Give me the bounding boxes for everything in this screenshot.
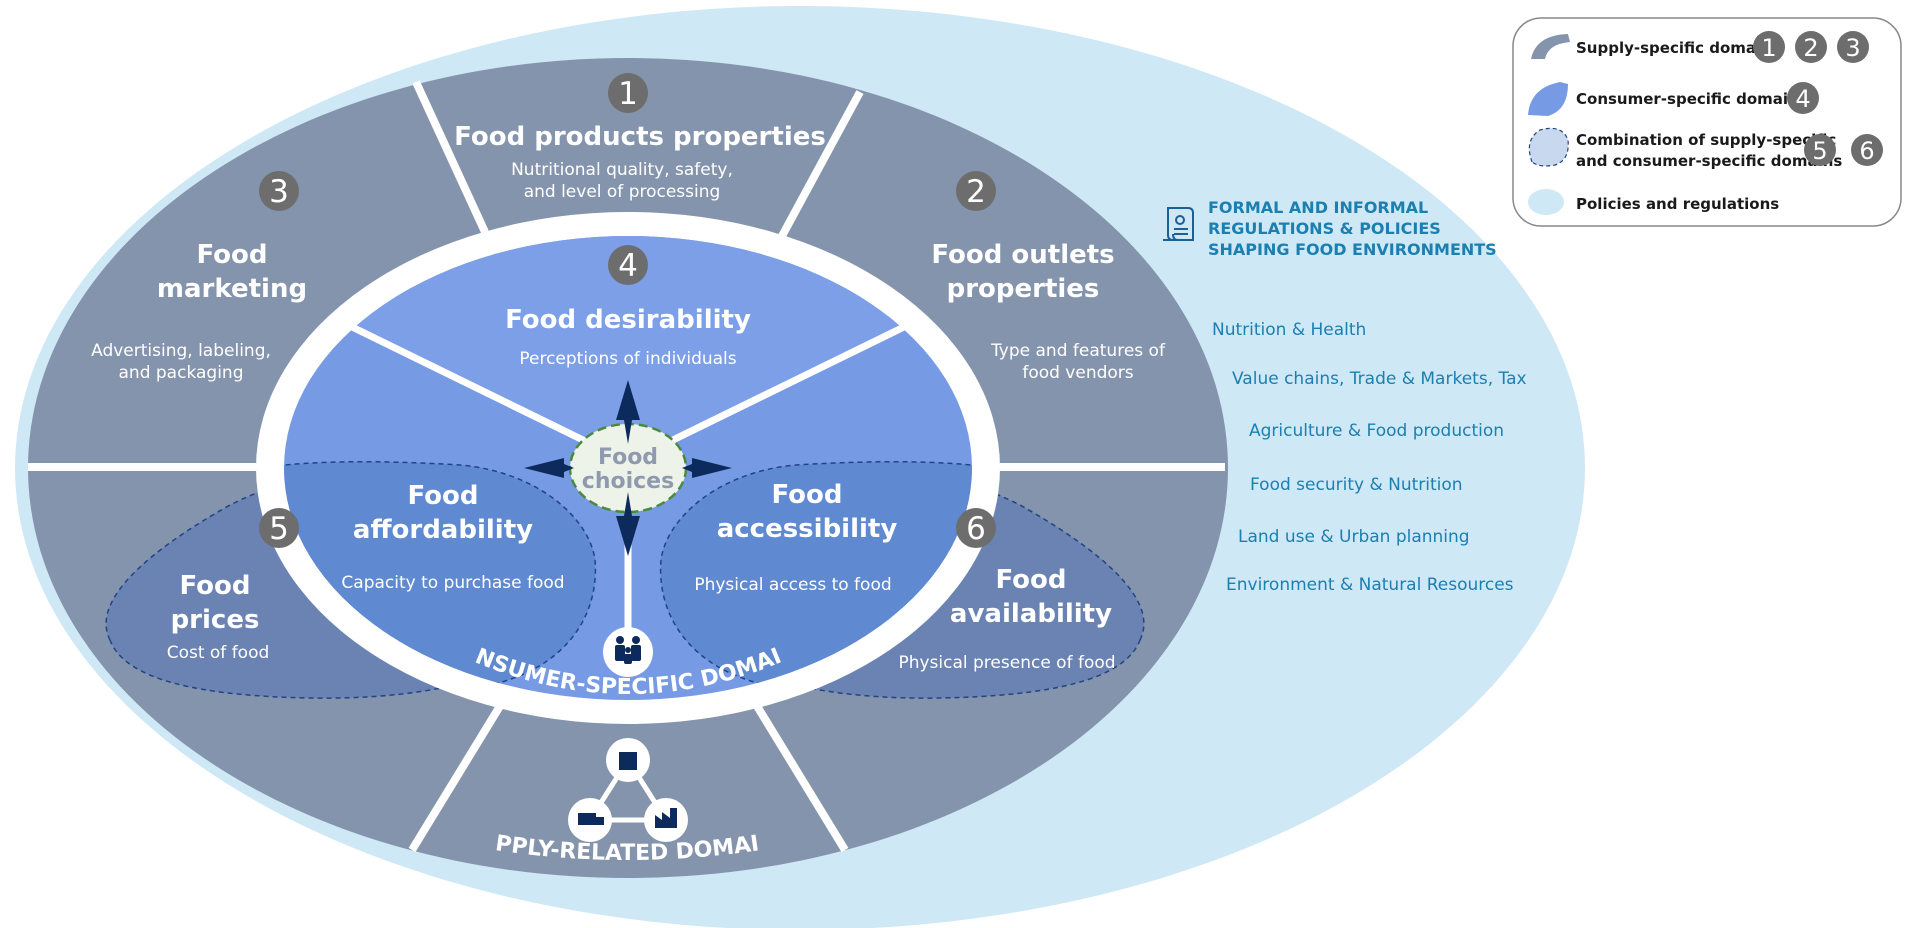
food-prices-desc: Cost of food [167,643,270,663]
policy-item: Food security & Nutrition [1250,475,1463,495]
food-prices-title-1: Food [179,571,250,601]
policy-item: Value chains, Trade & Markets, Tax [1232,369,1527,389]
policies-heading-1: FORMAL AND INFORMAL [1208,198,1428,217]
svg-text:6: 6 [966,511,986,547]
food-products-desc-2: and level of processing [524,182,721,202]
policies-heading-2: REGULATIONS & POLICIES [1208,219,1441,238]
desirability-sector [350,236,906,458]
policy-item: Land use & Urban planning [1238,527,1470,547]
combination-swatch [1528,127,1569,167]
badge-4: 4 [608,245,648,285]
food-availability-desc: Physical presence of food [898,653,1115,673]
supply-chain-icon [568,738,688,842]
policies-swatch [1528,189,1564,215]
food-outlets-desc-1: Type and features of [990,341,1166,361]
svg-text:5: 5 [1812,137,1827,165]
svg-text:1: 1 [1761,34,1776,62]
food-desirability-title: Food desirability [505,305,751,335]
food-outlets-title-1: Food outlets [931,240,1114,270]
legend-policies-label: Policies and regulations [1576,195,1779,213]
badge-3: 3 [259,171,299,211]
arrow-right [524,458,574,478]
svg-text:3: 3 [1845,34,1860,62]
arrows [524,380,732,556]
legend-combination-1: Combination of supply-specific [1576,131,1836,149]
food-affordability-title-1: Food [407,481,478,511]
legend-combination-2: and consumer-specific domains [1576,152,1842,170]
food-affordability-title-2: affordability [353,515,533,545]
food-choices-line1: Food [598,445,658,470]
badge-5: 5 [259,508,299,548]
badge-2: 2 [956,171,996,211]
svg-text:2: 2 [1803,34,1818,62]
supply-swatch [1531,34,1570,59]
food-marketing-title-1: Food [196,240,267,270]
food-availability-title-2: availability [950,599,1112,629]
legend-consumer-label: Consumer-specific domains [1576,90,1808,108]
family-icon [603,627,653,677]
legend-supply-label: Supply-specific domains [1576,39,1781,57]
food-products-desc-1: Nutritional quality, safety, [511,160,733,180]
food-desirability-desc: Perceptions of individuals [519,349,736,369]
food-outlets-desc-2: food vendors [1022,363,1133,383]
legend: Supply-specific domains 1 2 3 Consumer-s… [1512,17,1902,227]
food-affordability-desc: Capacity to purchase food [341,573,564,593]
svg-text:6: 6 [1859,137,1874,165]
consumer-swatch [1528,82,1568,116]
svg-text:1: 1 [618,76,638,112]
svg-text:4: 4 [1795,85,1810,113]
food-prices-title-2: prices [171,605,260,635]
arrow-left [682,458,732,478]
food-marketing-title-2: marketing [157,274,307,304]
policy-item: Environment & Natural Resources [1226,575,1514,595]
svg-text:5: 5 [269,511,289,547]
badge-6: 6 [956,508,996,548]
scroll-document-icon [1163,207,1194,241]
food-accessibility-title-2: accessibility [717,514,898,544]
food-accessibility-desc: Physical access to food [694,575,891,595]
food-accessibility-title-1: Food [771,480,842,510]
arrow-up [616,492,640,556]
food-products-title: Food products properties [454,122,826,152]
food-marketing-desc-1: Advertising, labeling, [91,341,271,361]
policy-item: Agriculture & Food production [1249,421,1504,441]
svg-text:4: 4 [618,248,638,284]
food-choices-line2: choices [582,469,674,494]
policy-item: Nutrition & Health [1212,320,1366,340]
svg-text:2: 2 [966,174,986,210]
food-marketing-desc-2: and packaging [119,363,244,383]
svg-text:3: 3 [269,174,289,210]
outer-dividers [28,80,1225,853]
arrow-down [616,380,640,444]
badge-1: 1 [608,73,648,113]
food-availability-title-1: Food [995,565,1066,595]
legend-box [1512,17,1902,227]
food-outlets-title-2: properties [947,274,1100,304]
policies-heading-3: SHAPING FOOD ENVIRONMENTS [1208,240,1497,259]
